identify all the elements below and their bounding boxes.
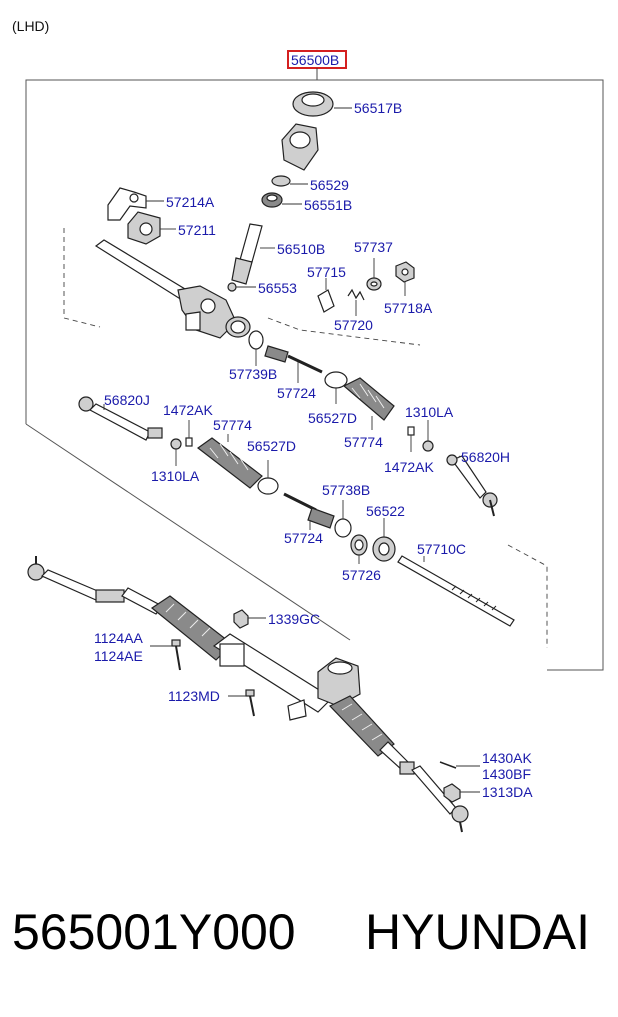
dashed-guide-mid <box>267 317 421 346</box>
part-1472AK-right-icon <box>407 426 415 436</box>
label-1310LA-right[interactable]: 1310LA <box>405 404 454 420</box>
part-57211-icon <box>127 211 161 245</box>
label-1124AE[interactable]: 1124AE <box>94 648 143 664</box>
label-57718A[interactable]: 57718A <box>384 300 433 316</box>
assembly-frame <box>25 79 604 671</box>
part-57718A-icon <box>395 261 415 283</box>
part-57774-upper-icon <box>342 377 395 421</box>
part-57737-icon <box>366 277 382 291</box>
label-57724-lower[interactable]: 57724 <box>284 530 323 546</box>
part-57738B-icon <box>334 518 352 538</box>
part-56553-icon <box>227 282 237 292</box>
part-57710C-icon <box>397 555 515 627</box>
label-57738B[interactable]: 57738B <box>322 482 370 498</box>
part-57726-icon <box>350 534 368 556</box>
part-1339GC-icon <box>233 609 249 629</box>
label-57720[interactable]: 57720 <box>334 317 373 333</box>
label-57726[interactable]: 57726 <box>342 567 381 583</box>
part-56551B-icon <box>261 192 283 208</box>
label-57214A[interactable]: 57214A <box>166 194 215 210</box>
label-1310LA-left[interactable]: 1310LA <box>151 468 200 484</box>
part-57724-upper-icon <box>264 345 323 374</box>
label-57774-left[interactable]: 57774 <box>213 417 252 433</box>
part-57774-left-icon <box>196 437 263 489</box>
part-57715-icon <box>317 289 335 313</box>
part-1124AA-icon <box>171 639 181 671</box>
label-57724-upper[interactable]: 57724 <box>277 385 316 401</box>
rack-housing-icon <box>94 239 251 339</box>
part-1310LA-left-icon <box>170 438 182 450</box>
dashed-guide-right <box>507 544 548 648</box>
part-57214A-icon <box>107 187 147 221</box>
label-1313DA[interactable]: 1313DA <box>482 784 533 800</box>
part-57720-icon <box>347 288 365 301</box>
part-1313DA-icon <box>443 783 461 803</box>
label-57715[interactable]: 57715 <box>307 264 346 280</box>
label-57774-upper[interactable]: 57774 <box>344 434 383 450</box>
label-1430AK[interactable]: 1430AK <box>482 750 532 766</box>
footer: 565001Y000 HYUNDAI <box>0 903 618 973</box>
part-1472AK-left-icon <box>185 437 193 447</box>
label-57211[interactable]: 57211 <box>178 222 216 238</box>
label-56510B[interactable]: 56510B <box>277 241 325 257</box>
label-57737[interactable]: 57737 <box>354 239 393 255</box>
dashed-guide-left <box>63 228 101 328</box>
label-1339GC[interactable]: 1339GC <box>268 611 320 627</box>
steering-gear-assembly-icon <box>27 556 469 833</box>
main-part-label[interactable]: 56500B <box>291 52 339 68</box>
label-56551B[interactable]: 56551B <box>304 197 352 213</box>
label-57710C[interactable]: 57710C <box>417 541 466 557</box>
label-1472AK-right[interactable]: 1472AK <box>384 459 434 475</box>
part-56522-icon <box>372 536 396 562</box>
part-56529-icon <box>271 175 291 187</box>
label-1430BF[interactable]: 1430BF <box>482 766 531 782</box>
label-56820J[interactable]: 56820J <box>104 392 150 408</box>
label-56522[interactable]: 56522 <box>366 503 405 519</box>
pinion-cover-icon <box>281 123 319 171</box>
assembly-frame-diagonal <box>25 423 351 641</box>
part-56517B-icon <box>292 91 334 117</box>
label-56553[interactable]: 56553 <box>258 280 297 296</box>
part-57739B-icon <box>248 330 264 350</box>
part-56820J-icon <box>78 396 163 441</box>
part-1430AK-icon <box>439 761 457 769</box>
label-1123MD[interactable]: 1123MD <box>168 688 220 704</box>
footer-brand: HYUNDAI <box>365 904 591 960</box>
variant-label: (LHD) <box>12 18 49 34</box>
label-57739B[interactable]: 57739B <box>229 366 277 382</box>
part-1123MD-icon <box>245 689 255 717</box>
label-56527D-left[interactable]: 56527D <box>247 438 296 454</box>
part-56820H-icon <box>446 454 498 517</box>
label-1472AK-left[interactable]: 1472AK <box>163 402 213 418</box>
part-57724-lower-icon <box>283 492 335 529</box>
part-56510B-icon <box>231 223 263 285</box>
label-56820H[interactable]: 56820H <box>461 449 510 465</box>
part-56527D-left-icon <box>257 477 279 495</box>
label-56517B[interactable]: 56517B <box>354 100 402 116</box>
label-56527D-upper[interactable]: 56527D <box>308 410 357 426</box>
part-1310LA-right-icon <box>422 440 434 452</box>
label-1124AA[interactable]: 1124AA <box>94 630 143 646</box>
footer-part-number: 565001Y000 <box>12 904 296 960</box>
label-56529[interactable]: 56529 <box>310 177 349 193</box>
